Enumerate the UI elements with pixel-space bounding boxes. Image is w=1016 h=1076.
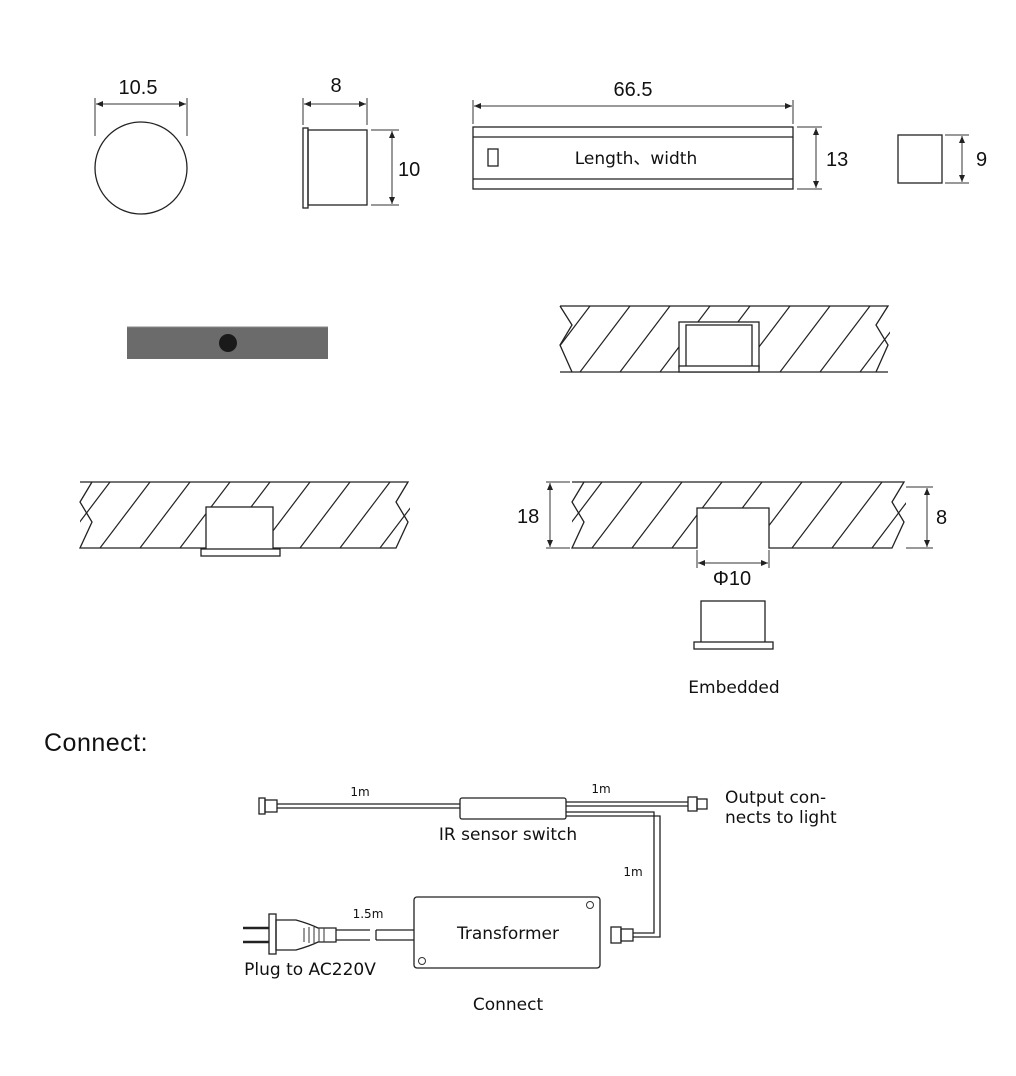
board-mount-top [559, 305, 890, 373]
wire-sensor-length: 1m [350, 785, 369, 799]
transformer-box: Transformer [413, 896, 601, 969]
wire-down-length: 1m [623, 865, 642, 879]
output-label-line1: Output con- [725, 788, 826, 808]
plug-label: Plug to AC220V [244, 960, 376, 980]
round-diameter-label: 10.5 [119, 77, 158, 99]
transformer-label: Transformer [456, 924, 559, 944]
transformer-connector [610, 926, 634, 944]
bar-text: Length、width [575, 149, 698, 169]
wiring-diagram: 1m IR sensor switch 1m Output con- nects… [243, 782, 837, 1015]
side-height-label: 10 [398, 159, 420, 181]
wire-plug-length: 1.5m [353, 907, 384, 921]
square-size-label: 9 [976, 149, 987, 171]
hole-depth-label: 8 [936, 507, 947, 529]
hole-diameter-label: Φ10 [713, 568, 751, 590]
round-sensor-view: 10.5 [94, 77, 188, 215]
bar-length-label: 66.5 [614, 79, 653, 101]
connect-heading: Connect: [44, 729, 148, 757]
board-thickness-label: 18 [517, 506, 539, 528]
gray-bar-sensor [127, 326, 328, 359]
ir-switch-label: IR sensor switch [439, 825, 577, 845]
side-width-label: 8 [330, 75, 341, 97]
sensor-dot [219, 334, 237, 352]
embedded-label: Embedded [688, 678, 779, 698]
wire-output-length: 1m [591, 782, 610, 796]
output-connector [687, 796, 708, 812]
side-sensor-view: 8 10 [302, 75, 420, 209]
ac-plug [243, 913, 337, 955]
output-label-line2: nects to light [725, 808, 837, 828]
connect-caption: Connect [473, 995, 544, 1015]
bar-height-label: 13 [826, 149, 848, 171]
board-mount-bottom [78, 481, 410, 557]
sensor-head [258, 797, 278, 815]
bar-sensor-view: Length、width 66.5 13 [472, 79, 848, 190]
ir-switch-body [459, 797, 567, 820]
embedded-sensor: Embedded [688, 600, 780, 698]
square-end-view: 9 [897, 134, 987, 184]
board-hole-detail: 18 8 Φ10 [517, 481, 947, 590]
